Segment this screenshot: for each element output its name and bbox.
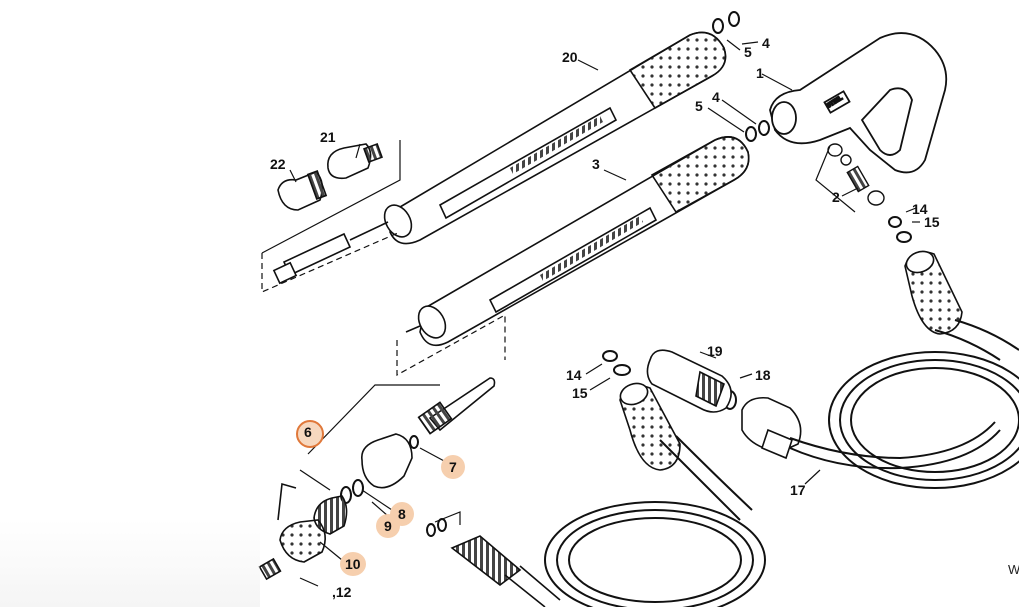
callout-21: 21 <box>320 129 336 145</box>
callout-4-top: 4 <box>762 35 770 51</box>
coupling-19 <box>646 349 732 413</box>
callout-15-right: 15 <box>924 214 940 230</box>
callout-22: 22 <box>270 156 286 172</box>
callout-18: 18 <box>755 367 771 383</box>
bottom-left-fade <box>0 520 260 607</box>
lance-20 <box>272 31 727 285</box>
callout-15-left: 15 <box>572 385 588 401</box>
nozzle-21 <box>327 143 383 180</box>
callout-6: 6 <box>304 424 312 440</box>
lance-20-frame <box>261 140 401 254</box>
callout-8: 8 <box>398 506 406 522</box>
hose-17 <box>789 319 1019 489</box>
nozzle-frame-a <box>307 384 440 455</box>
lance-20-dashed-frame <box>261 231 401 293</box>
callout-3: 3 <box>592 156 600 172</box>
callout-1: 1 <box>756 65 764 81</box>
callout-7: 7 <box>449 459 457 475</box>
callout-14-right: 14 <box>912 201 928 217</box>
callout-19: 19 <box>707 343 723 359</box>
callout-4-mid: 4 <box>712 89 720 105</box>
corner-text: W <box>1008 562 1019 577</box>
callout-9-highlight <box>376 514 400 538</box>
lance-3-dashed-frame <box>396 313 506 377</box>
lance-3 <box>405 136 750 347</box>
callout-6-ring <box>296 420 324 448</box>
callout-10-highlight <box>340 552 366 576</box>
hose-connector-18 <box>741 396 802 460</box>
callout-5-mid: 5 <box>695 98 703 114</box>
valve-frame <box>815 145 856 213</box>
callout-12: ,12 <box>332 584 352 600</box>
callout-5-top: 5 <box>744 44 752 60</box>
callout-7-highlight <box>441 455 465 479</box>
callout-14-left: 14 <box>566 367 582 383</box>
hose-coupling-right <box>904 250 963 335</box>
callout-9: 9 <box>384 518 392 534</box>
hose-end-fitting <box>450 535 561 608</box>
callout-10: 10 <box>345 556 361 572</box>
hose-coupling-left <box>619 382 681 471</box>
callout-17: 17 <box>790 482 806 498</box>
leader-lines <box>289 39 920 587</box>
valve-parts-2 <box>827 143 885 206</box>
spray-gun-1: STIHL <box>769 32 948 174</box>
nozzle-assembly-6 <box>258 377 496 581</box>
callout-20: 20 <box>562 49 578 65</box>
callout-2: 2 <box>832 189 840 205</box>
nozzle-22 <box>277 170 328 211</box>
